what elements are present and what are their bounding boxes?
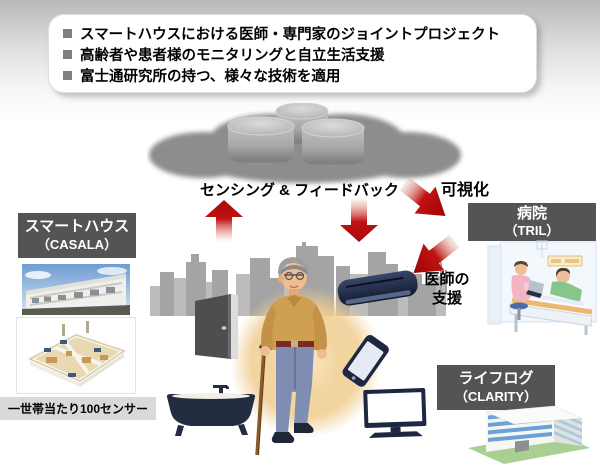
smartphone-icon [342, 335, 389, 387]
cloud-database-icon [149, 103, 461, 183]
doctor-support-label: 医師の 支援 [414, 270, 480, 308]
door-icon [195, 294, 238, 359]
database-cylinder-right [301, 118, 365, 167]
bullet-text: スマートハウスにおける医師・専門家のジョイントプロジェクト [80, 27, 501, 43]
hospital-scene-illustration [487, 240, 597, 335]
arrow-down-right-icon [399, 177, 446, 217]
summary-box: スマートハウスにおける医師・専門家のジョイントプロジェクト 高齢者や患者様のモニ… [48, 14, 537, 93]
smart-house-photo [22, 264, 130, 315]
bathtub-icon [166, 385, 256, 436]
sensing-feedback-label: センシング & フィードバック [200, 182, 399, 199]
air-conditioner-icon [337, 266, 418, 306]
hospital-name: 病院 [516, 204, 547, 222]
smart-house-label-box: スマートハウス （CASALA） [18, 213, 136, 258]
arrow-down-left-icon [413, 234, 460, 274]
square-bullet-icon [63, 29, 72, 38]
bullet-text: 富士通研究所の持つ、様々な技術を適用 [80, 69, 341, 85]
summary-bullet-list: スマートハウスにおける医師・専門家のジョイントプロジェクト 高齢者や患者様のモニ… [63, 23, 526, 86]
sensors-note-label: 一世帯当たり100センサー [0, 397, 156, 420]
smart-house-code: （CASALA） [36, 236, 118, 252]
database-cylinder-left [227, 116, 295, 165]
lifelog-name: ライフログ [458, 370, 534, 388]
bullet-item: スマートハウスにおける医師・専門家のジョイントプロジェクト [63, 23, 526, 44]
arrow-up-icon [205, 200, 243, 242]
visualization-label: 可視化 [441, 182, 490, 199]
bullet-item: 富士通研究所の持つ、様々な技術を適用 [63, 65, 526, 86]
hospital-label-box: 病院 （TRIL） [468, 203, 596, 241]
square-bullet-icon [63, 50, 72, 59]
smart-house-name: スマートハウス [24, 218, 130, 236]
bullet-item: 高齢者や患者様のモニタリングと自立生活支援 [63, 44, 526, 65]
lifelog-building-illustration [468, 405, 590, 464]
television-icon [363, 388, 427, 438]
square-bullet-icon [63, 71, 72, 80]
floor-plan-image [16, 317, 136, 394]
lifelog-label-box: ライフログ （CLARITY） [437, 365, 555, 410]
doctor-support-line2: 支援 [431, 290, 462, 307]
elderly-man-illustration [255, 257, 327, 456]
arrow-down-icon [340, 197, 378, 242]
doctor-support-line1: 医師の [424, 271, 470, 288]
bullet-text: 高齢者や患者様のモニタリングと自立生活支援 [80, 48, 385, 64]
hospital-code: （TRIL） [504, 223, 560, 239]
lifelog-code: （CLARITY） [454, 388, 538, 404]
